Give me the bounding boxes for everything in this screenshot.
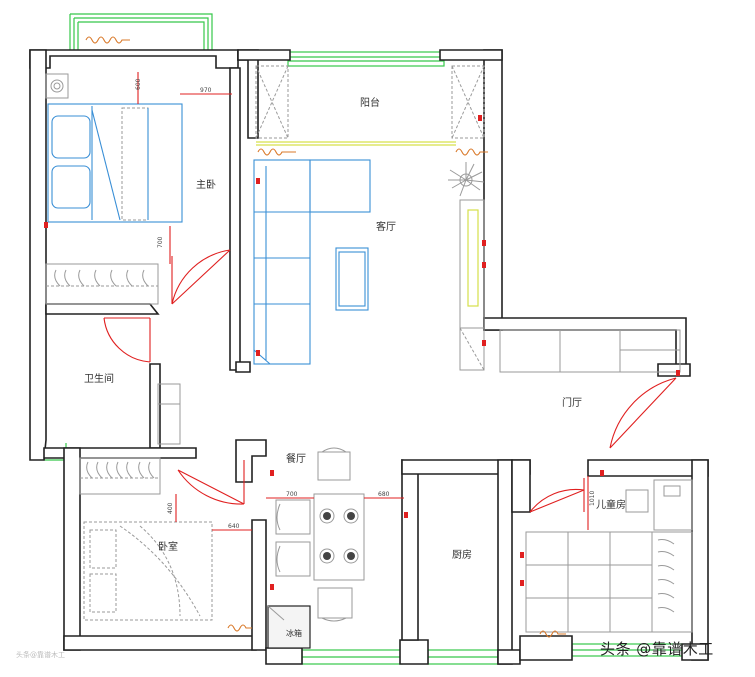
- label-living-room: 客厅: [376, 220, 396, 233]
- dim-970: 970: [200, 87, 212, 94]
- dim-1010: 1010: [589, 491, 596, 506]
- dim-600: 600: [135, 78, 142, 90]
- watermark: 头条@靠谱木工: [16, 651, 65, 659]
- living-room-furniture: [253, 159, 681, 449]
- label-bathroom: 卫生间: [84, 372, 114, 385]
- label-entrance: 门厅: [562, 396, 582, 409]
- kids-room-furniture: 1010: [525, 476, 693, 638]
- dim-640: 640: [228, 523, 240, 530]
- dim-700-master: 700: [157, 236, 164, 248]
- caption-text: 头条 @靠谱木工: [600, 640, 714, 658]
- label-kitchen: 厨房: [452, 548, 472, 561]
- label-fridge: 冰箱: [286, 628, 302, 638]
- dim-700-dining: 700: [286, 491, 298, 498]
- dining-furniture: 700 680: [266, 447, 404, 649]
- dim-680: 680: [378, 491, 390, 498]
- room-labels: 主卧 阳台 客厅 卫生间 门厅 餐厅 卧室 厨房 儿童房 冰箱: [84, 96, 626, 638]
- socket-markers: [44, 115, 680, 590]
- bedroom-furniture: 400 640: [79, 457, 252, 632]
- windows: [43, 13, 683, 665]
- bathroom-furniture: [103, 317, 181, 445]
- label-bedroom: 卧室: [158, 540, 178, 553]
- label-balcony: 阳台: [360, 96, 380, 109]
- dim-400: 400: [167, 502, 174, 514]
- label-dining: 餐厅: [286, 452, 306, 465]
- label-kids-room: 儿童房: [596, 498, 626, 511]
- balcony-furniture: [255, 65, 488, 156]
- master-bedroom-furniture: 600 970 700: [45, 36, 232, 305]
- label-master-bedroom: 主卧: [196, 178, 216, 191]
